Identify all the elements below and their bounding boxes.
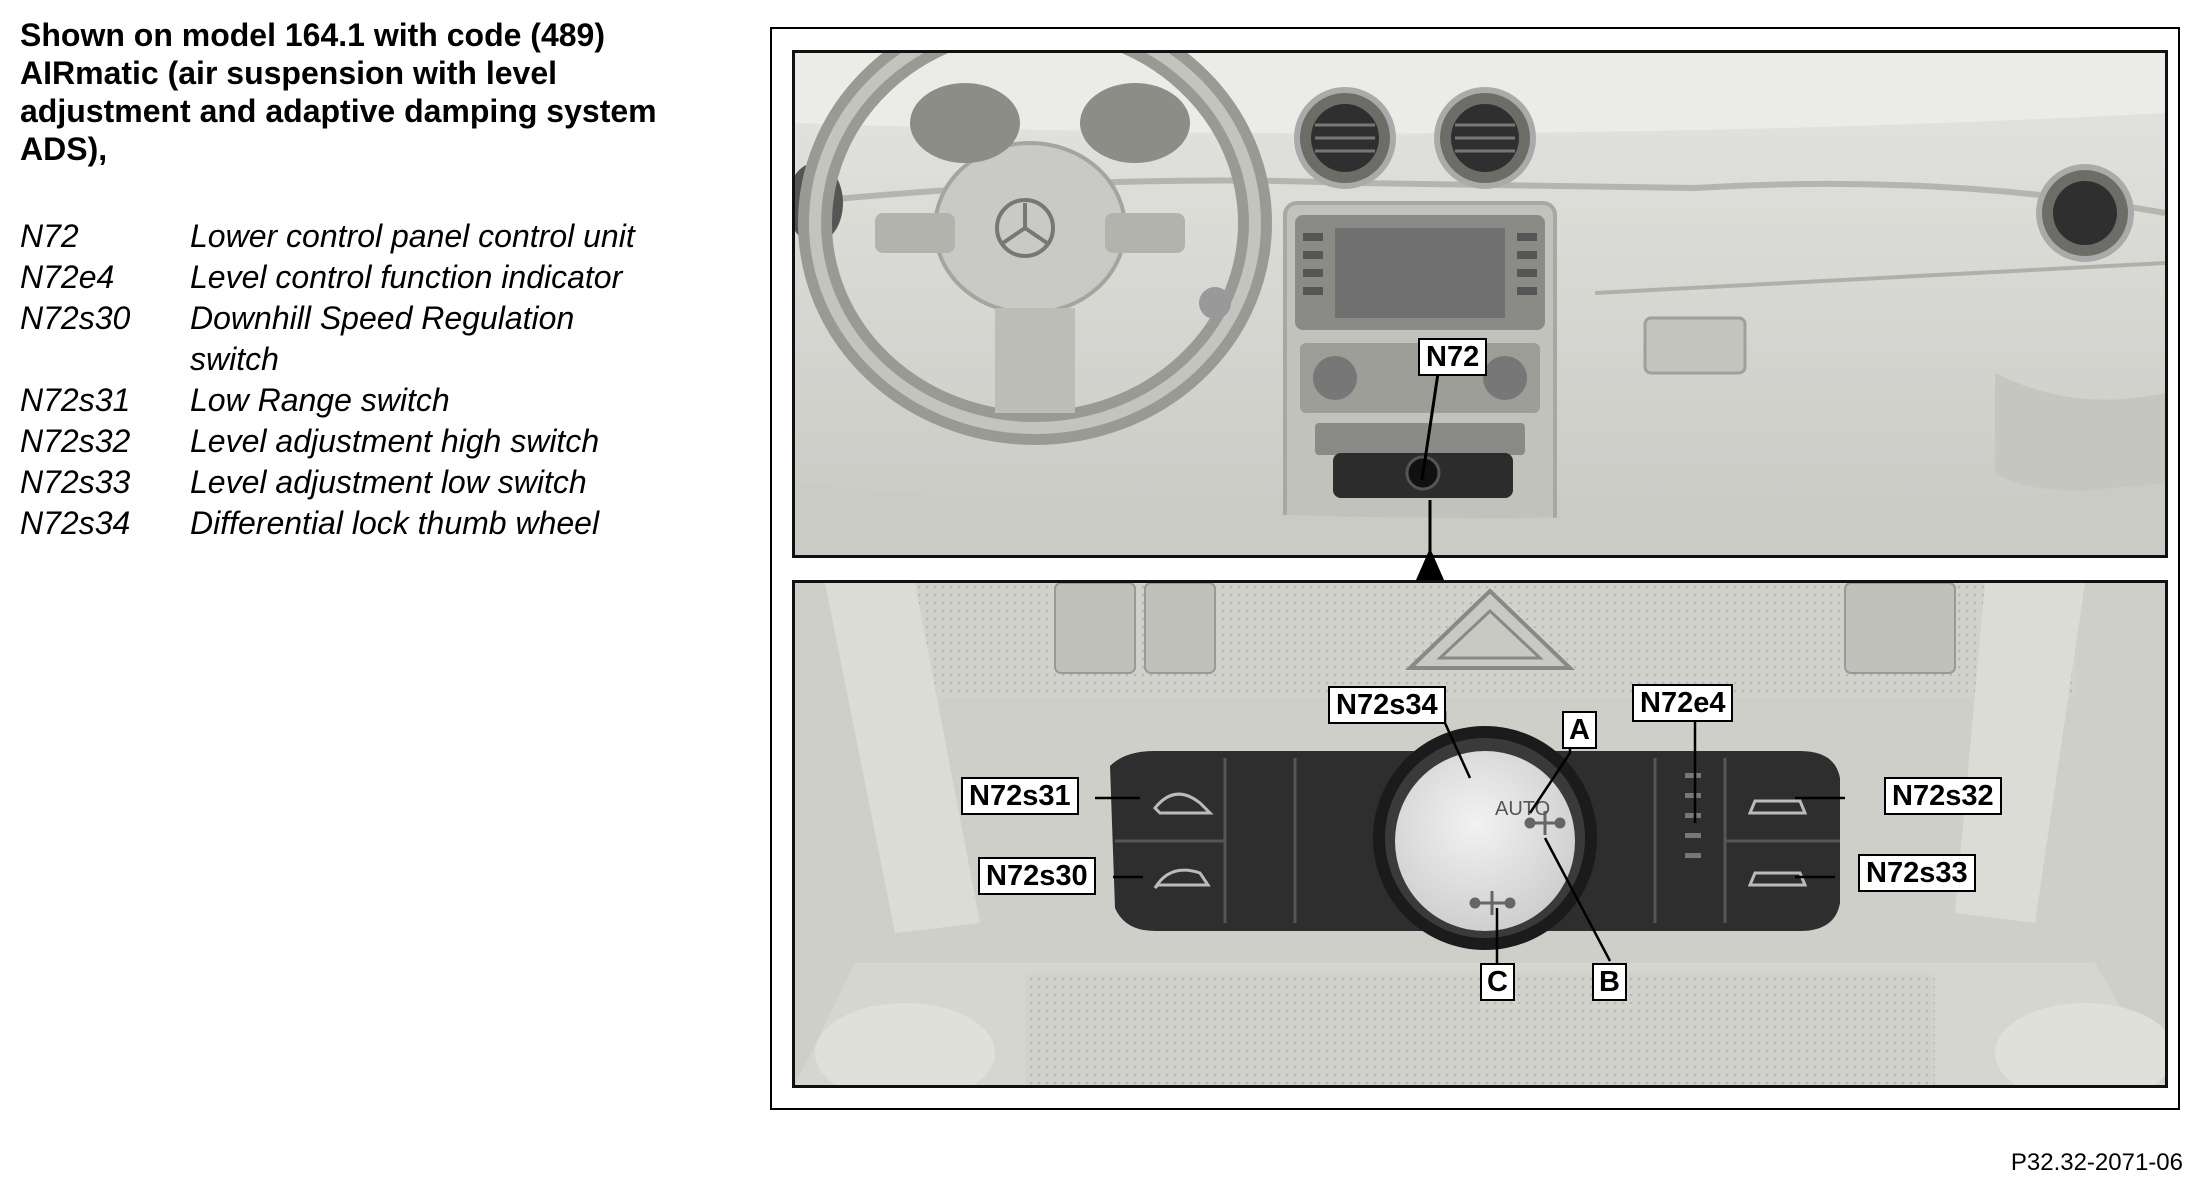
upper-switch-left (1054, 583, 1136, 674)
legend-description: Level adjustment high switch (190, 423, 600, 459)
dashboard-illustration (795, 53, 2165, 555)
legend-code: N72s33 (20, 464, 131, 500)
glovebox-handle (1643, 316, 1747, 375)
legend-item: N72s34 Differential lock thumb wheel (20, 503, 720, 544)
legend-description: Low Range switch (190, 382, 450, 418)
legend-item: N72s32 Level adjustment high switch (20, 421, 720, 462)
left-cupholder (815, 1003, 995, 1085)
right-air-vent (2036, 164, 2134, 262)
callout-n72s33: N72s33 (1858, 854, 1976, 892)
control-panel-closeup-image: AUTO (792, 580, 2168, 1088)
zoom-pointer-arrow (1416, 500, 1444, 580)
legend-item: N72 Lower control panel control unit (20, 216, 720, 257)
legend-item: N72s31 Low Range switch (20, 380, 720, 421)
legend-description: Differential lock thumb wheel (190, 505, 600, 541)
right-footwell (1995, 373, 2165, 491)
level-indicator-lights (1685, 773, 1701, 858)
upper-switch-right (1844, 583, 1956, 674)
legend-code: N72e4 (20, 259, 115, 295)
floor-area (795, 483, 2165, 555)
legend-code: N72s32 (20, 423, 131, 459)
callout-a: A (1562, 711, 1597, 749)
diff-lock-icon-b (1524, 811, 1566, 835)
knee-control (1199, 287, 1231, 319)
low-range-icon (1152, 792, 1214, 815)
zoom-pointer-head (1416, 548, 1444, 580)
callout-n72s30: N72s30 (978, 857, 1096, 895)
diff-lock-icon-c (1469, 891, 1516, 915)
component-legend: N72 Lower control panel control unit N72… (20, 216, 720, 544)
callout-b: B (1592, 963, 1627, 1001)
page-heading: Shown on model 164.1 with code (489) AIR… (20, 16, 700, 168)
legend-code: N72s30 (20, 300, 131, 336)
dashboard-overview-image (792, 50, 2168, 558)
callout-n72: N72 (1418, 338, 1488, 376)
level-high-icon (1747, 799, 1808, 815)
upper-switch (1144, 583, 1216, 674)
legend-item: N72s33 Level adjustment low switch (20, 462, 720, 503)
legend-item: N72e4 Level control function indicator (20, 257, 720, 298)
downhill-speed-icon (1153, 868, 1211, 890)
callout-n72s31: N72s31 (961, 777, 1079, 815)
gauge-right (1080, 83, 1190, 163)
right-cupholder (1995, 1003, 2165, 1085)
figure-reference-code: P32.32-2071-06 (2010, 1149, 2183, 1176)
level-low-icon (1747, 871, 1808, 887)
leader-n72 (1420, 360, 1442, 481)
legend-description: Level control function indicator (190, 259, 623, 295)
legend-code: N72s31 (20, 382, 131, 418)
legend-description: Level adjustment low switch (190, 464, 587, 500)
legend-description: Downhill Speed Regulation switch (190, 300, 575, 377)
callout-n72e4: N72e4 (1632, 684, 1734, 722)
legend-item: N72s30 Downhill Speed Regulation switch (20, 298, 720, 380)
legend-code: N72 (20, 218, 79, 254)
control-panel-illustration: AUTO (795, 583, 2165, 1085)
glovebox-edge (1594, 261, 2165, 295)
callout-n72s32: N72s32 (1884, 777, 2002, 815)
leader-b (1543, 837, 1612, 962)
differential-lock-thumb-wheel (1373, 726, 1597, 950)
callout-n72s34: N72s34 (1328, 686, 1446, 724)
heading-line-2: AIRmatic (air suspension with level (20, 55, 558, 91)
center-air-vents (1294, 87, 1536, 189)
legend-description: Lower control panel control unit (190, 218, 635, 254)
gauge-left (910, 83, 1020, 163)
heading-line-1: Shown on model 164.1 with code (489) (20, 17, 605, 53)
legend-code: N72s34 (20, 505, 131, 541)
hazard-triangle-icon (1436, 608, 1544, 660)
callout-c: C (1480, 963, 1515, 1001)
steering-wheel (798, 53, 1272, 445)
heading-line-3: adjustment and adaptive damping system (20, 93, 657, 129)
left-trim-pillar (825, 583, 980, 933)
right-trim-pillar (1955, 583, 2085, 923)
heading-line-4: ADS), (20, 131, 108, 167)
dial-auto-label: AUTO (1495, 798, 1550, 820)
